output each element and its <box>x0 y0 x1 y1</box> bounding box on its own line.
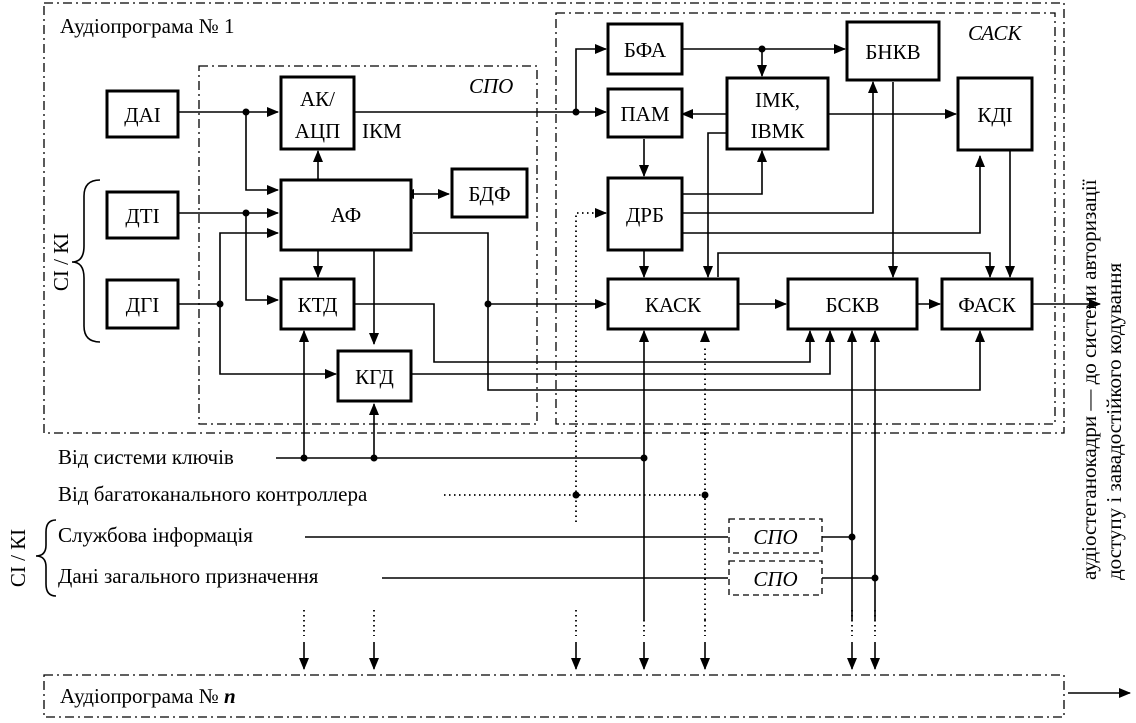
block-bnkv: БНКВ <box>845 20 941 82</box>
block-imk-ivmk: ІМК, ІВМК <box>725 76 830 151</box>
audio-program-n-prefix: Аудіопрограма № <box>60 684 224 708</box>
block-imk-label: ІМК, <box>755 88 800 112</box>
si-ki-bottom-label: СІ / КІ <box>6 529 30 587</box>
block-dti: ДТІ <box>105 190 180 240</box>
block-bdf: БДФ <box>450 167 529 219</box>
audio-program-n-title: Аудіопрограма № n <box>60 684 236 708</box>
audio-program-n-number: n <box>224 684 236 708</box>
si-ki-top-label: СІ / КІ <box>49 233 73 291</box>
spo-region-label: СПО <box>469 74 513 98</box>
block-bnkv-label: БНКВ <box>865 40 920 64</box>
block-fask: ФАСК <box>940 277 1034 331</box>
block-bdf-label: БДФ <box>468 182 510 206</box>
block-ivmk-label: ІВМК <box>751 119 806 143</box>
block-af: АФ <box>279 178 413 252</box>
block-bfa-label: БФА <box>624 38 667 62</box>
block-spo-general: СПО <box>728 560 823 596</box>
block-kask: КАСК <box>606 277 740 331</box>
block-adc-label: АЦП <box>295 119 341 143</box>
block-spo-service-label: СПО <box>753 525 797 549</box>
audio-program-1-frame <box>43 2 1065 434</box>
block-ak-label: АК/ <box>300 87 335 111</box>
sask-region-label: САСК <box>968 21 1023 45</box>
output-label-line2: доступу і завадостійкого кодування <box>1102 263 1126 580</box>
ikm-label: ІКМ <box>362 119 402 143</box>
block-fask-label: ФАСК <box>958 293 1016 317</box>
si-ki-bottom-brace <box>35 519 57 597</box>
output-label-line1: аудіостеганокадри — до системи авторизац… <box>1077 179 1101 580</box>
audio-program-n-frame <box>43 674 1065 718</box>
block-dgi-label: ДГІ <box>126 293 159 317</box>
block-ktd-label: КТД <box>298 293 338 317</box>
block-ak-adc: АК/ АЦП <box>279 75 356 151</box>
spo-region-frame <box>198 65 538 425</box>
block-drb: ДРБ <box>606 176 684 252</box>
block-kdi-label: КДІ <box>977 103 1012 127</box>
audio-program-1-title: Аудіопрограма № 1 <box>60 14 235 38</box>
block-dai: ДАІ <box>105 89 180 139</box>
block-spo-service: СПО <box>728 518 823 554</box>
block-bskv-label: БСКВ <box>826 293 880 317</box>
block-kgd-label: КГД <box>355 365 394 389</box>
block-drb-label: ДРБ <box>626 203 664 227</box>
block-spo-general-label: СПО <box>753 567 797 591</box>
block-ktd: КТД <box>279 277 356 331</box>
block-kgd: КГД <box>336 349 413 403</box>
connection-lines <box>179 44 1131 698</box>
block-bfa: БФА <box>606 22 684 76</box>
from-multichannel-controller-label: Від багатоканального контроллера <box>58 482 368 506</box>
block-pam: ПАМ <box>606 87 684 139</box>
si-ki-top-brace <box>71 179 101 343</box>
sask-region-frame <box>555 12 1056 425</box>
block-kdi: КДІ <box>956 76 1034 152</box>
block-bskv: БСКВ <box>786 277 919 331</box>
service-info-label: Службова інформація <box>58 523 253 547</box>
block-dai-label: ДАІ <box>124 103 160 127</box>
from-key-system-label: Від системи ключів <box>58 445 234 469</box>
block-dti-label: ДТІ <box>125 204 159 228</box>
block-dgi: ДГІ <box>105 278 180 330</box>
block-af-label: АФ <box>331 203 361 227</box>
block-kask-label: КАСК <box>645 293 702 317</box>
block-pam-label: ПАМ <box>620 102 669 126</box>
general-data-label: Дані загального призначення <box>58 564 319 588</box>
junction-dots <box>216 45 879 582</box>
